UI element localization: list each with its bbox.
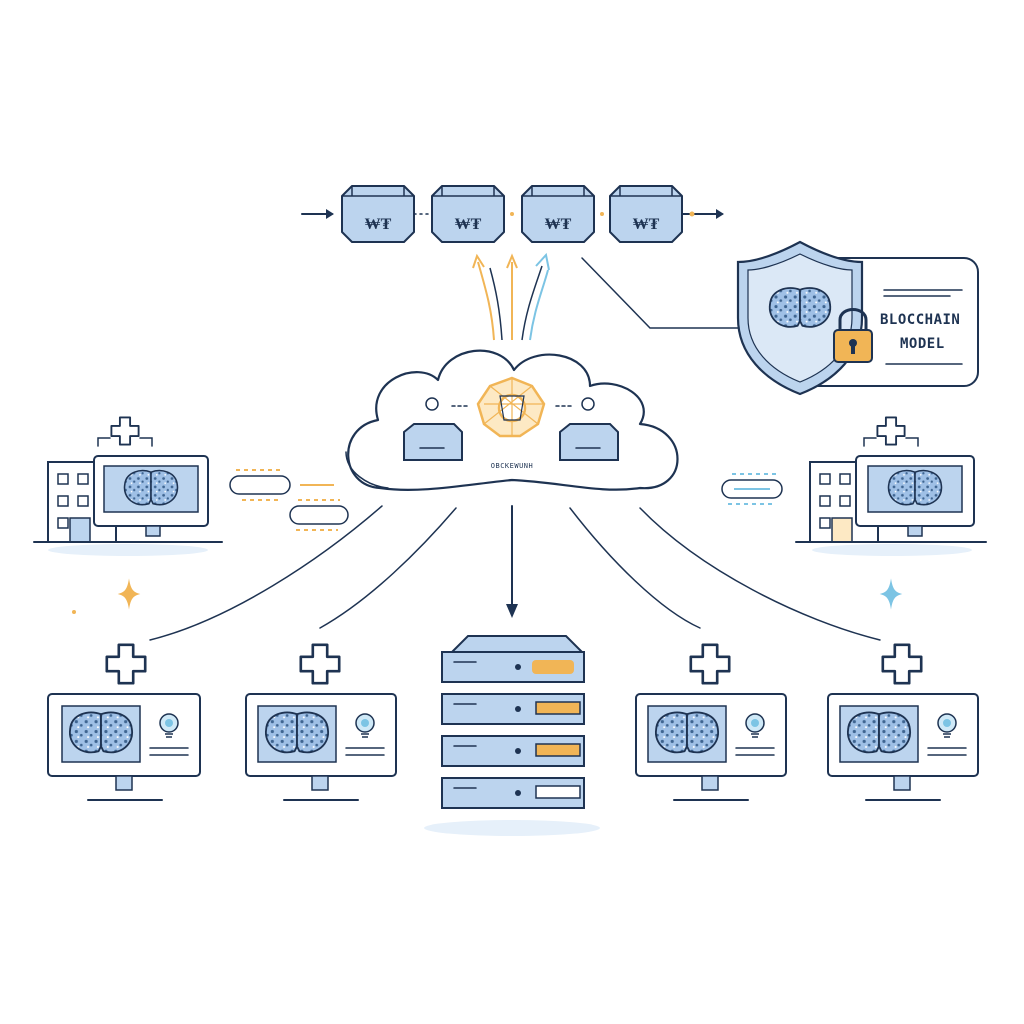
- model-card-title-line2: MODEL: [900, 336, 945, 352]
- block-symbol: ₩₮: [633, 214, 660, 233]
- hospital-left: [33, 416, 223, 556]
- distribution-lines: [149, 505, 881, 641]
- chain-to-model-connector: [581, 257, 741, 329]
- hospital-right: [795, 416, 987, 556]
- brain-scan-icon: [846, 711, 912, 754]
- cloud-right-node: [555, 397, 619, 461]
- blockchain-block-1: ₩₮: [341, 185, 415, 243]
- brain-scan-icon: [887, 469, 943, 506]
- cloud-left-node: [403, 397, 469, 461]
- medical-cross-icon: [105, 643, 147, 685]
- capsule-icon: [229, 469, 349, 531]
- brain-scan-icon: [68, 711, 134, 754]
- block-symbol: ₩₮: [365, 214, 392, 233]
- brain-scan-icon: [123, 469, 179, 506]
- server-rack-icon: [424, 635, 600, 836]
- blockchain-block-3: ₩₮: [521, 185, 595, 243]
- workstation-1: [47, 643, 201, 801]
- brain-scan-icon: [654, 711, 720, 754]
- sparkle-icon: [117, 578, 141, 610]
- brain-scan-icon: [264, 711, 330, 754]
- workstation-4: [827, 643, 979, 801]
- medical-cross-icon: [110, 416, 140, 446]
- medical-cross-icon: [299, 643, 341, 685]
- blockchain-block-4: ₩₮: [609, 185, 683, 243]
- block-symbol: ₩₮: [455, 214, 482, 233]
- arrow-icon: [326, 209, 334, 219]
- sparkle-icon: [879, 578, 903, 610]
- medical-cross-icon: [689, 643, 731, 685]
- shield-icon: [736, 240, 864, 396]
- model-card-title-line1: BLOCCHAIN: [880, 312, 960, 328]
- cloud-caption: OBCKEWUNH: [491, 462, 533, 470]
- padlock-icon: [833, 308, 873, 363]
- workstation-3: [635, 643, 787, 801]
- medical-cross-icon: [881, 643, 923, 685]
- blockchain-chain: ₩₮ ₩₮ ₩₮ ₩₮: [301, 185, 724, 243]
- capsule-icon: [721, 473, 783, 505]
- medical-cross-icon: [876, 416, 906, 446]
- upload-arrows: [472, 252, 550, 341]
- workstation-2: [245, 643, 397, 801]
- blockchain-block-2: ₩₮: [431, 185, 505, 243]
- block-symbol: ₩₮: [545, 214, 572, 233]
- network-node-icon: [476, 376, 546, 438]
- brain-scan-icon: [768, 286, 832, 328]
